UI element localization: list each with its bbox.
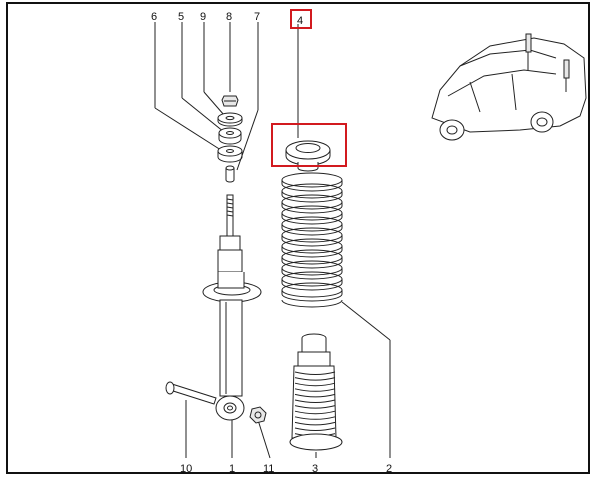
- spring-coil-back: [281, 216, 343, 225]
- part-5-bushing: [218, 127, 242, 145]
- callout-6: 6: [151, 11, 157, 23]
- part-11-nut: [249, 406, 267, 424]
- callout-8: 8: [226, 11, 232, 23]
- spring-coil-back: [281, 282, 343, 291]
- callout-2: 2: [386, 463, 392, 475]
- vehicle-thumbnail: [431, 33, 587, 141]
- boot-rib: [294, 393, 336, 398]
- spring-coil-front: [281, 223, 343, 236]
- part-6-bushing: [217, 145, 243, 163]
- spring-coil-front: [281, 289, 343, 302]
- spring-coil-back: [281, 249, 343, 258]
- spring-coil-front: [281, 267, 343, 280]
- callout-11: 11: [263, 463, 274, 475]
- callout-1: 1: [229, 463, 235, 475]
- part-10-bolt: [165, 381, 217, 405]
- spring-coil-front: [281, 245, 343, 258]
- spring-coil-back: [281, 172, 343, 181]
- callout-7: 7: [254, 11, 260, 23]
- spring-coil-front: [281, 256, 343, 269]
- spring-coil-back: [281, 205, 343, 214]
- boot-rib: [294, 410, 336, 415]
- callout-3: 3: [312, 463, 318, 475]
- spring-coil-end: [281, 299, 343, 308]
- spring-coil-back: [281, 227, 343, 236]
- part-2-coil-spring: [281, 172, 343, 308]
- boot-rib: [294, 405, 336, 409]
- spring-coil-back: [281, 183, 343, 192]
- spring-coil-front: [281, 278, 343, 291]
- callout-10: 10: [180, 463, 192, 475]
- spring-coil-front: [281, 201, 343, 214]
- boot-rib: [294, 416, 336, 420]
- boot-rib: [294, 388, 336, 392]
- callout-4: 4: [297, 15, 303, 27]
- spring-coil-back: [281, 238, 343, 247]
- part-1-shock-absorber: [202, 194, 262, 421]
- spring-coil-back: [281, 260, 343, 269]
- boot-rib: [294, 371, 336, 375]
- part-3-bump-stop: [289, 333, 343, 451]
- spring-coil-front: [281, 179, 343, 192]
- spring-coil-back: [281, 194, 343, 203]
- boot-rib: [294, 382, 336, 387]
- part-7-sleeve: [225, 165, 235, 183]
- callout-labels: 6 5 9 8 7 4 10 1 11 3 2: [151, 11, 392, 475]
- boot-rib: [294, 421, 336, 426]
- highlight-callout-box: [290, 9, 312, 29]
- boot-rib: [294, 377, 336, 381]
- callout-9: 9: [200, 11, 206, 23]
- boot-rib: [294, 427, 336, 431]
- part-9-washer: [217, 112, 243, 127]
- spring-coil-front: [281, 190, 343, 203]
- highlight-part-box: [271, 123, 347, 167]
- spring-coil-front: [281, 234, 343, 247]
- boot-rib: [294, 399, 336, 403]
- spring-coil-back: [281, 271, 343, 280]
- leader-lines: [154, 22, 391, 459]
- spring-coil-front: [281, 212, 343, 225]
- part-8-nut: [221, 95, 239, 107]
- callout-5: 5: [178, 11, 184, 23]
